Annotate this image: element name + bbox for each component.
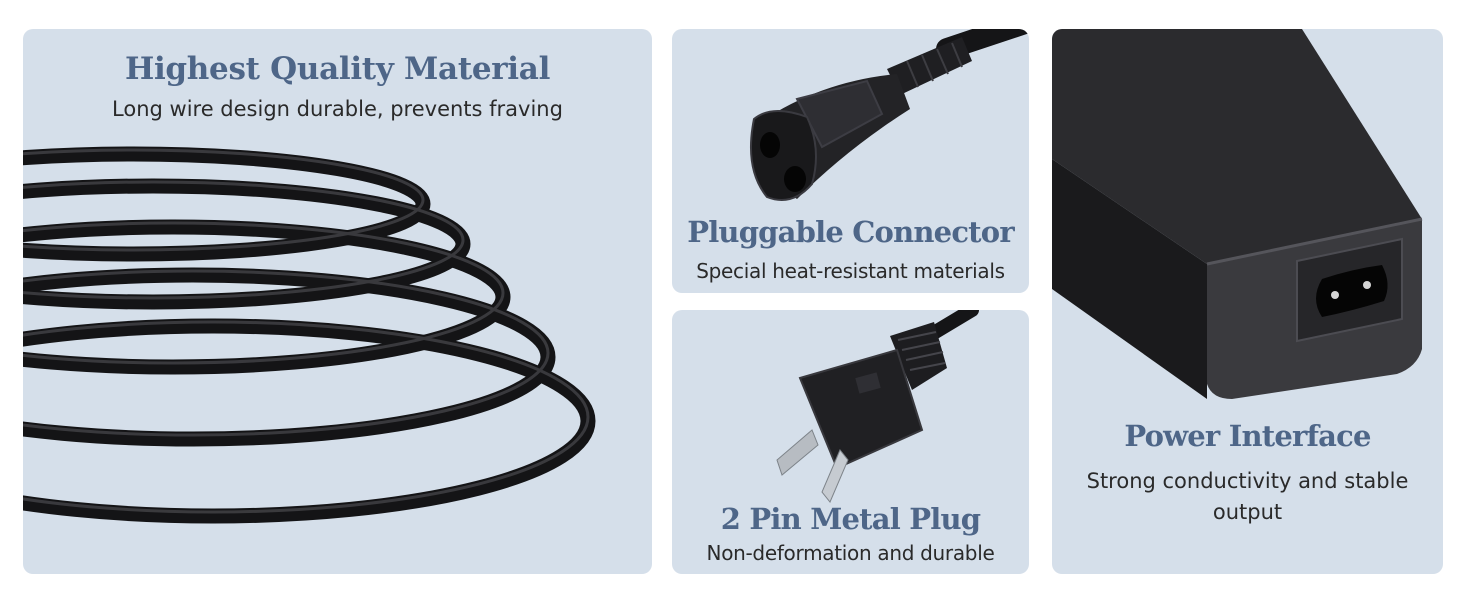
figure-8-connector-icon xyxy=(749,29,1029,201)
panel-interface-subtitle: Strong conductivity and stable output xyxy=(1086,469,1409,524)
two-prong-plug-icon xyxy=(776,310,979,503)
panel-connector-subtitle: Special heat-resistant materials xyxy=(696,259,1005,283)
panel-interface-title: Power Interface xyxy=(1124,419,1371,453)
panel-material-subtitle: Long wire design durable, prevents fravi… xyxy=(112,97,563,121)
power-adapter-icon xyxy=(1052,29,1423,399)
panel-connector-title: Pluggable Connector xyxy=(687,215,1014,249)
panel-interface: Power Interface Strong conductivity and … xyxy=(1052,29,1443,574)
panel-material: Highest Quality Material Long wire desig… xyxy=(23,29,652,574)
panel-plug: 2 Pin Metal Plug Non-deformation and dur… xyxy=(672,310,1029,574)
panel-plug-subtitle: Non-deformation and durable xyxy=(706,541,995,565)
panel-plug-title: 2 Pin Metal Plug xyxy=(720,502,981,536)
coiled-cable-icon xyxy=(23,146,596,524)
panel-material-title: Highest Quality Material xyxy=(124,51,551,87)
panel-connector: Pluggable Connector Special heat-resista… xyxy=(672,29,1029,293)
